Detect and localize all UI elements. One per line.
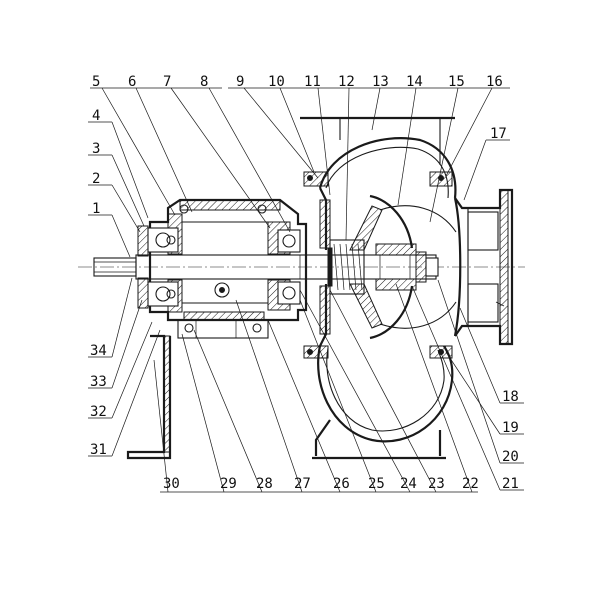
label-25: 25 (368, 476, 385, 492)
label-15: 15 (448, 74, 465, 90)
label-16: 16 (486, 74, 503, 90)
label-33: 33 (90, 374, 107, 390)
top-labels: 5 6 7 8 9 10 11 12 13 14 15 16 (92, 74, 503, 90)
label-12: 12 (338, 74, 355, 90)
leader-lines (88, 87, 524, 493)
left-labels: 4 3 2 1 34 33 32 31 (90, 108, 107, 458)
label-7: 7 (163, 74, 171, 90)
label-30: 30 (163, 476, 180, 492)
label-17: 17 (490, 126, 507, 142)
label-26: 26 (333, 476, 350, 492)
label-1: 1 (92, 201, 100, 217)
mechanical-seal (327, 239, 365, 295)
suction-cover (453, 188, 514, 346)
label-2: 2 (92, 171, 100, 187)
label-28: 28 (256, 476, 273, 492)
rear-bearing (277, 229, 301, 305)
label-14: 14 (406, 74, 423, 90)
housing-bolts (177, 319, 269, 339)
impeller-nut (415, 251, 439, 283)
right-labels: 17 18 19 20 21 (490, 126, 519, 492)
label-19: 19 (502, 420, 519, 436)
support-bracket (126, 334, 172, 460)
label-10: 10 (268, 74, 285, 90)
label-5: 5 (92, 74, 100, 90)
label-4: 4 (92, 108, 100, 124)
label-11: 11 (304, 74, 321, 90)
label-23: 23 (428, 476, 445, 492)
front-bearing (137, 225, 179, 309)
volute-casing (300, 116, 457, 460)
label-3: 3 (92, 141, 100, 157)
label-13: 13 (372, 74, 389, 90)
label-9: 9 (236, 74, 244, 90)
label-21: 21 (502, 476, 519, 492)
label-32: 32 (90, 404, 107, 420)
label-24: 24 (400, 476, 417, 492)
bottom-labels: 30 29 28 27 26 25 24 23 22 (163, 476, 479, 492)
label-29: 29 (220, 476, 237, 492)
label-8: 8 (200, 74, 208, 90)
label-20: 20 (502, 449, 519, 465)
label-31: 31 (90, 442, 107, 458)
label-27: 27 (294, 476, 311, 492)
label-34: 34 (90, 343, 107, 359)
label-18: 18 (502, 389, 519, 405)
label-6: 6 (128, 74, 136, 90)
label-22: 22 (462, 476, 479, 492)
